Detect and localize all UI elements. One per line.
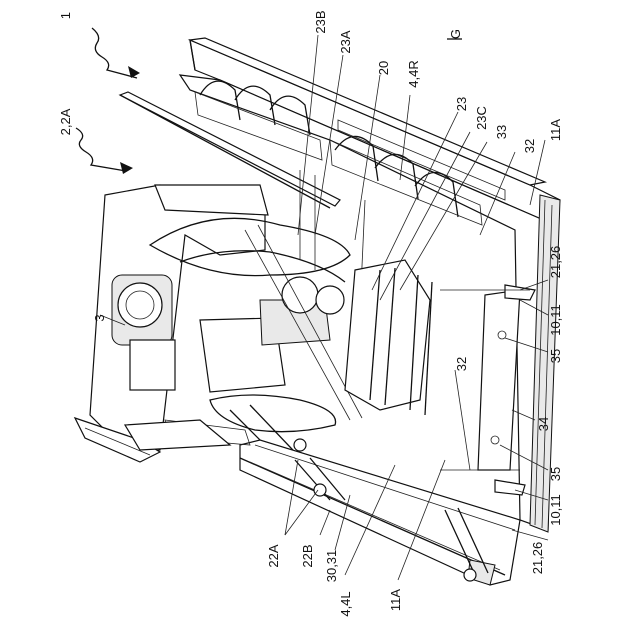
label-23a: 23A [338, 30, 353, 53]
label-11a-bot: 11A [388, 589, 403, 611]
label-g: G [448, 29, 463, 39]
label-10-11-bot: 10,11 [548, 494, 563, 526]
label-23c: 23C [474, 106, 489, 130]
label-32-mid: 32 [454, 357, 469, 371]
label-22a: 22A [266, 544, 281, 567]
label-32-top: 32 [522, 139, 537, 153]
label-30-31: 30,31 [324, 550, 339, 583]
label-10-11-top: 10,11 [548, 304, 563, 336]
label-4-4r: 4,4R [406, 60, 421, 87]
label-21-26-bot: 21,26 [530, 542, 545, 575]
label-23b: 23B [313, 10, 328, 33]
label-34: 34 [536, 417, 551, 431]
label-20: 20 [376, 61, 391, 75]
label-35-top: 35 [548, 349, 563, 363]
rail-assembly [345, 260, 535, 495]
arrow-head-icon [120, 162, 133, 174]
label-4-4l: 4,4L [338, 591, 353, 616]
bottom-frame [125, 420, 520, 585]
label-3: 3 [92, 314, 107, 321]
label-23: 23 [454, 97, 469, 111]
label-11a-top: 11A [548, 119, 563, 141]
label-22b: 22B [300, 544, 315, 567]
label-35-bot: 35 [548, 467, 563, 481]
label-33: 33 [494, 125, 509, 139]
label-2-2a: 2,2A [58, 108, 73, 135]
label-21-26-top: 21,26 [548, 246, 563, 279]
label-1: 1 [58, 12, 73, 19]
